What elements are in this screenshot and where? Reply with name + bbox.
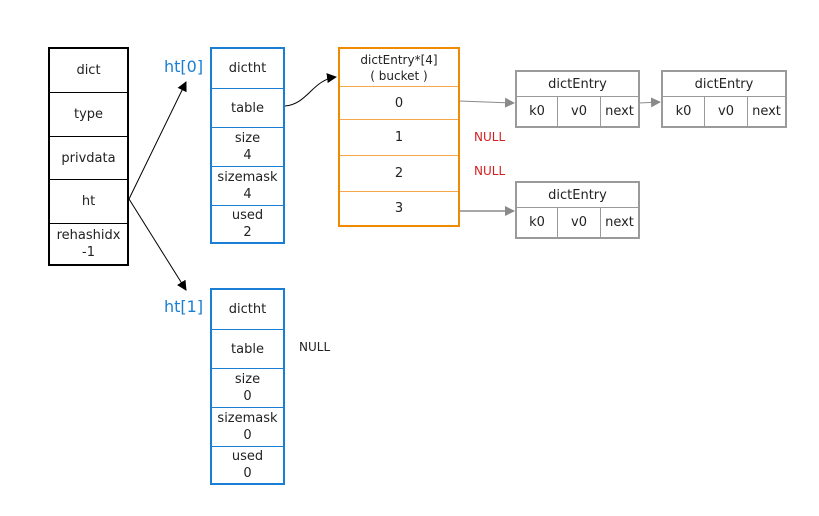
bucket-slot-2: 2 <box>340 156 458 192</box>
ht1-label: ht[1] <box>164 297 204 316</box>
entry-key: k0 <box>517 97 558 126</box>
ht0-label: ht[0] <box>164 57 204 76</box>
dict-field-privdata: privdata <box>50 137 127 180</box>
ht0-title: dictht <box>212 49 283 89</box>
dict-struct: dict type privdata ht rehashidx-1 <box>48 47 129 266</box>
arrow-ht-to-ht0 <box>128 81 187 200</box>
entry-value: v0 <box>558 208 601 237</box>
bucket-slot-3: 3 <box>394 201 404 216</box>
entry-key: k0 <box>663 97 705 126</box>
ht1-table-null: NULL <box>299 340 331 354</box>
entry-title: dictEntry <box>517 183 638 208</box>
bucket-array: dictEntry*[4]( bucket ) 0 1 2 3 <box>338 47 460 227</box>
arrow-ht-to-ht1 <box>128 198 187 291</box>
dict-entry-slot0-second: dictEntry k0 v0 next <box>661 70 787 128</box>
dict-field-rehashidx: rehashidx-1 <box>56 228 121 260</box>
entry-value: v0 <box>705 97 748 126</box>
arrow-next-to-entry <box>638 97 661 108</box>
bucket-slot-1: 1 <box>340 120 458 156</box>
ht1-table: table <box>212 330 283 369</box>
entry-key: k0 <box>517 208 558 237</box>
entry-next: next <box>605 215 634 230</box>
entry-next: next <box>752 104 781 119</box>
dict-entry-slot0-first: dictEntry k0 v0 next <box>515 70 640 128</box>
entry-next: next <box>605 104 634 119</box>
bucket-slot-2-null: NULL <box>474 164 506 178</box>
dict-field-name: dict <box>50 49 127 93</box>
bucket-slot-0: 0 <box>340 87 458 120</box>
entry-title: dictEntry <box>663 72 785 97</box>
dict-field-ht: ht <box>50 180 127 224</box>
bucket-header: dictEntry*[4]( bucket ) <box>340 49 458 87</box>
ht0-table: table <box>212 89 283 128</box>
dict-entry-slot3: dictEntry k0 v0 next <box>515 181 640 239</box>
ht1-title: dictht <box>212 290 283 330</box>
arrow-table-to-bucket <box>284 73 337 107</box>
dict-field-type: type <box>50 93 127 137</box>
bucket-slot-1-null: NULL <box>474 130 506 144</box>
entry-value: v0 <box>558 97 601 126</box>
entry-title: dictEntry <box>517 72 638 97</box>
arrow-slot0-to-entry <box>458 97 515 108</box>
